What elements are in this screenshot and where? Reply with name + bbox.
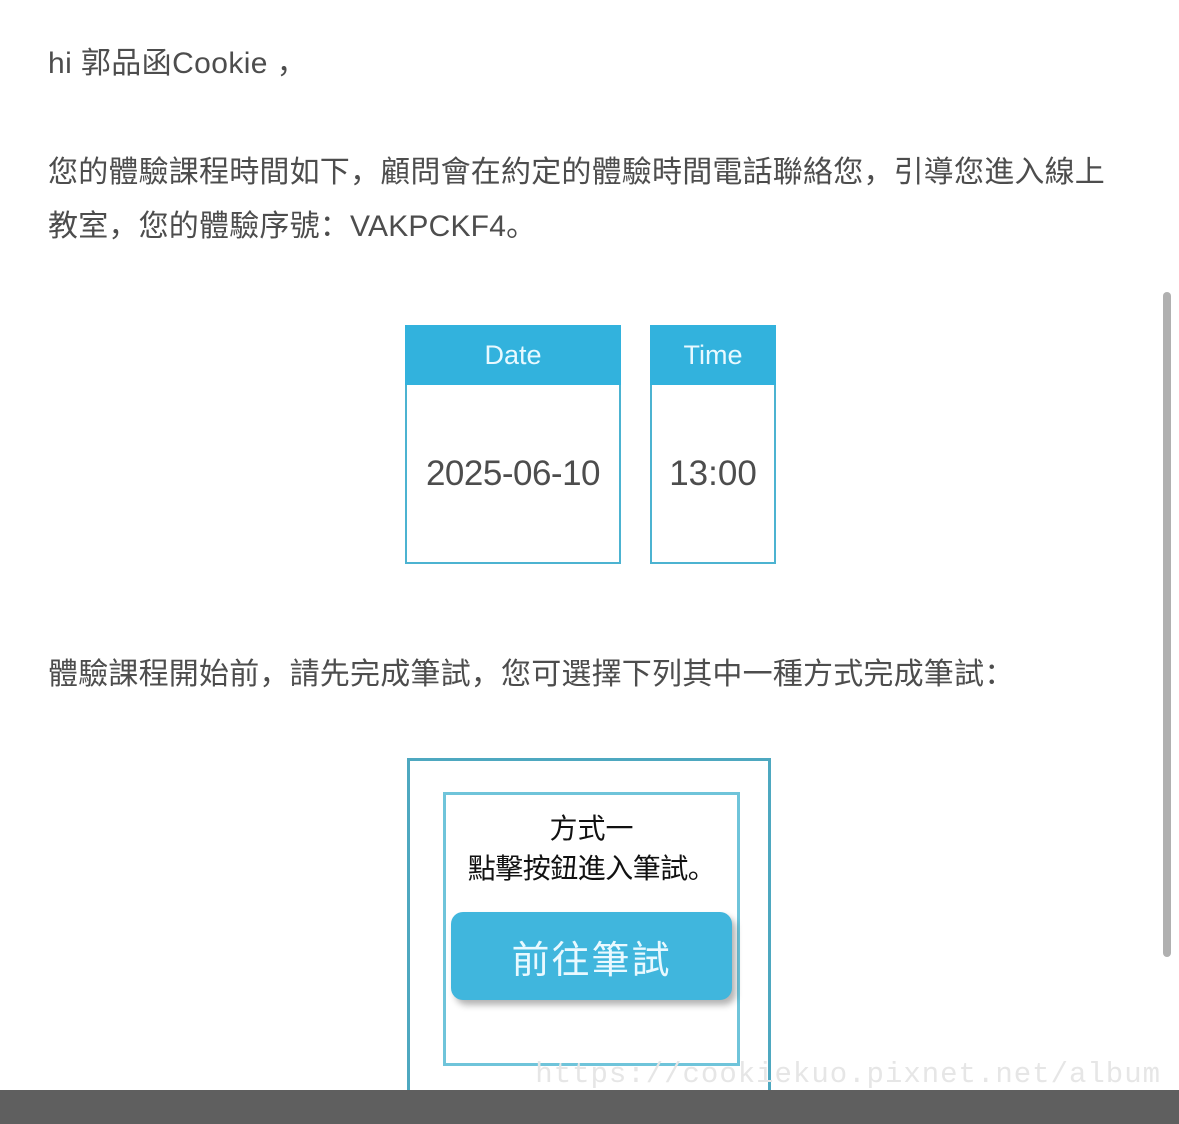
method-one-outer-box: 方式一 點擊按鈕進入筆試。 前往筆試 bbox=[407, 758, 771, 1096]
greeting-text: hi 郭品函Cookie ， bbox=[48, 47, 308, 80]
watermark-bar bbox=[0, 1090, 1179, 1124]
schedule-column-date: Date 2025-06-10 bbox=[405, 325, 621, 564]
intro-paragraph: 您的體驗課程時間如下，顧問會在約定的體驗時間電話聯絡您，引導您進入線上教室，您的… bbox=[48, 156, 1105, 243]
schedule-header-date: Date bbox=[405, 325, 621, 385]
schedule-header-time: Time bbox=[650, 325, 776, 385]
go-to-exam-button[interactable]: 前往筆試 bbox=[451, 912, 732, 1000]
schedule-column-time: Time 13:00 bbox=[650, 325, 776, 564]
method-one-description: 點擊按鈕進入筆試。 bbox=[467, 853, 716, 884]
watermark-url: https://cookiekuo.pixnet.net/album bbox=[535, 1058, 1161, 1091]
schedule-value-date: 2025-06-10 bbox=[405, 385, 621, 564]
method-one-title: 方式一 bbox=[549, 813, 634, 844]
schedule-table: Date 2025-06-10 Time 13:00 bbox=[405, 325, 776, 564]
method-one-inner-box: 方式一 點擊按鈕進入筆試。 前往筆試 bbox=[443, 792, 740, 1066]
schedule-value-time: 13:00 bbox=[650, 385, 776, 564]
exam-instruction-paragraph: 體驗課程開始前，請先完成筆試，您可選擇下列其中一種方式完成筆試： bbox=[48, 658, 1015, 691]
page-scrollbar-thumb[interactable] bbox=[1163, 292, 1171, 957]
